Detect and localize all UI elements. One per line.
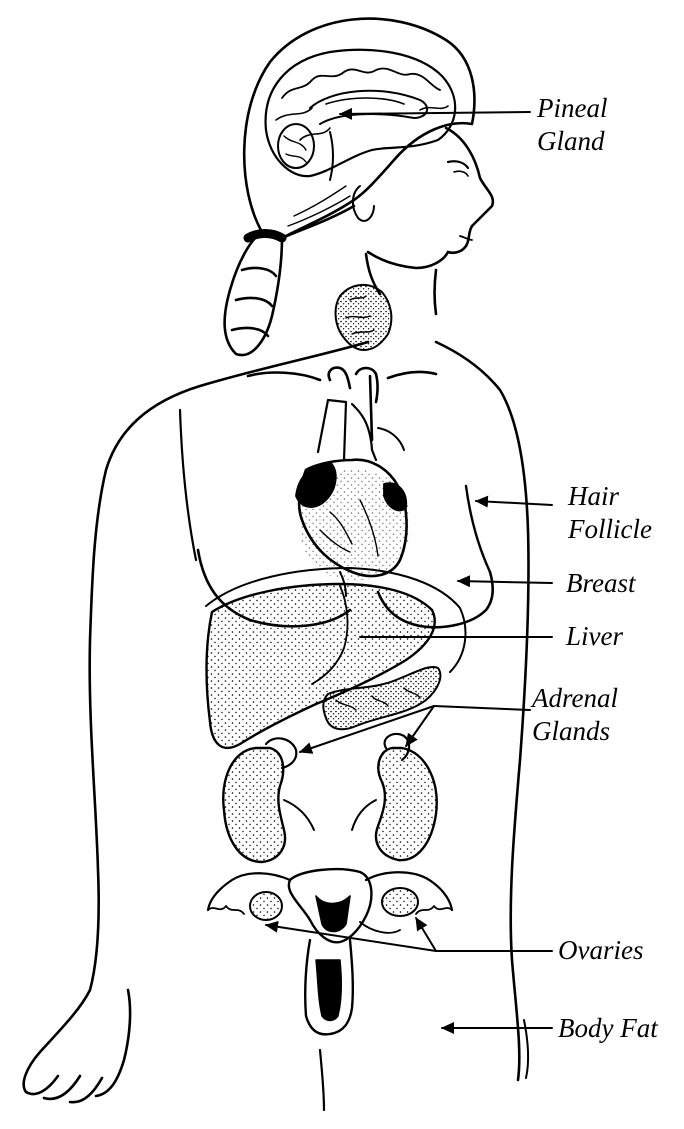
label-ovaries: Ovaries	[558, 934, 643, 967]
kidney-right	[352, 734, 437, 860]
label-liver: Liver	[566, 620, 623, 653]
label-body-fat: Body Fat	[558, 1012, 658, 1045]
torso-outline	[24, 342, 529, 1110]
brain	[266, 50, 456, 180]
kidney-left	[223, 738, 314, 862]
heart	[296, 368, 410, 596]
label-hair-follicle: Hair Follicle	[568, 480, 652, 546]
uterus-ovaries	[208, 869, 452, 1034]
thyroid-gland	[336, 285, 392, 350]
label-pineal-gland: Pineal Gland	[537, 92, 607, 158]
label-breast: Breast	[566, 567, 636, 600]
label-adrenal-glands: Adrenal Glands	[532, 682, 618, 748]
